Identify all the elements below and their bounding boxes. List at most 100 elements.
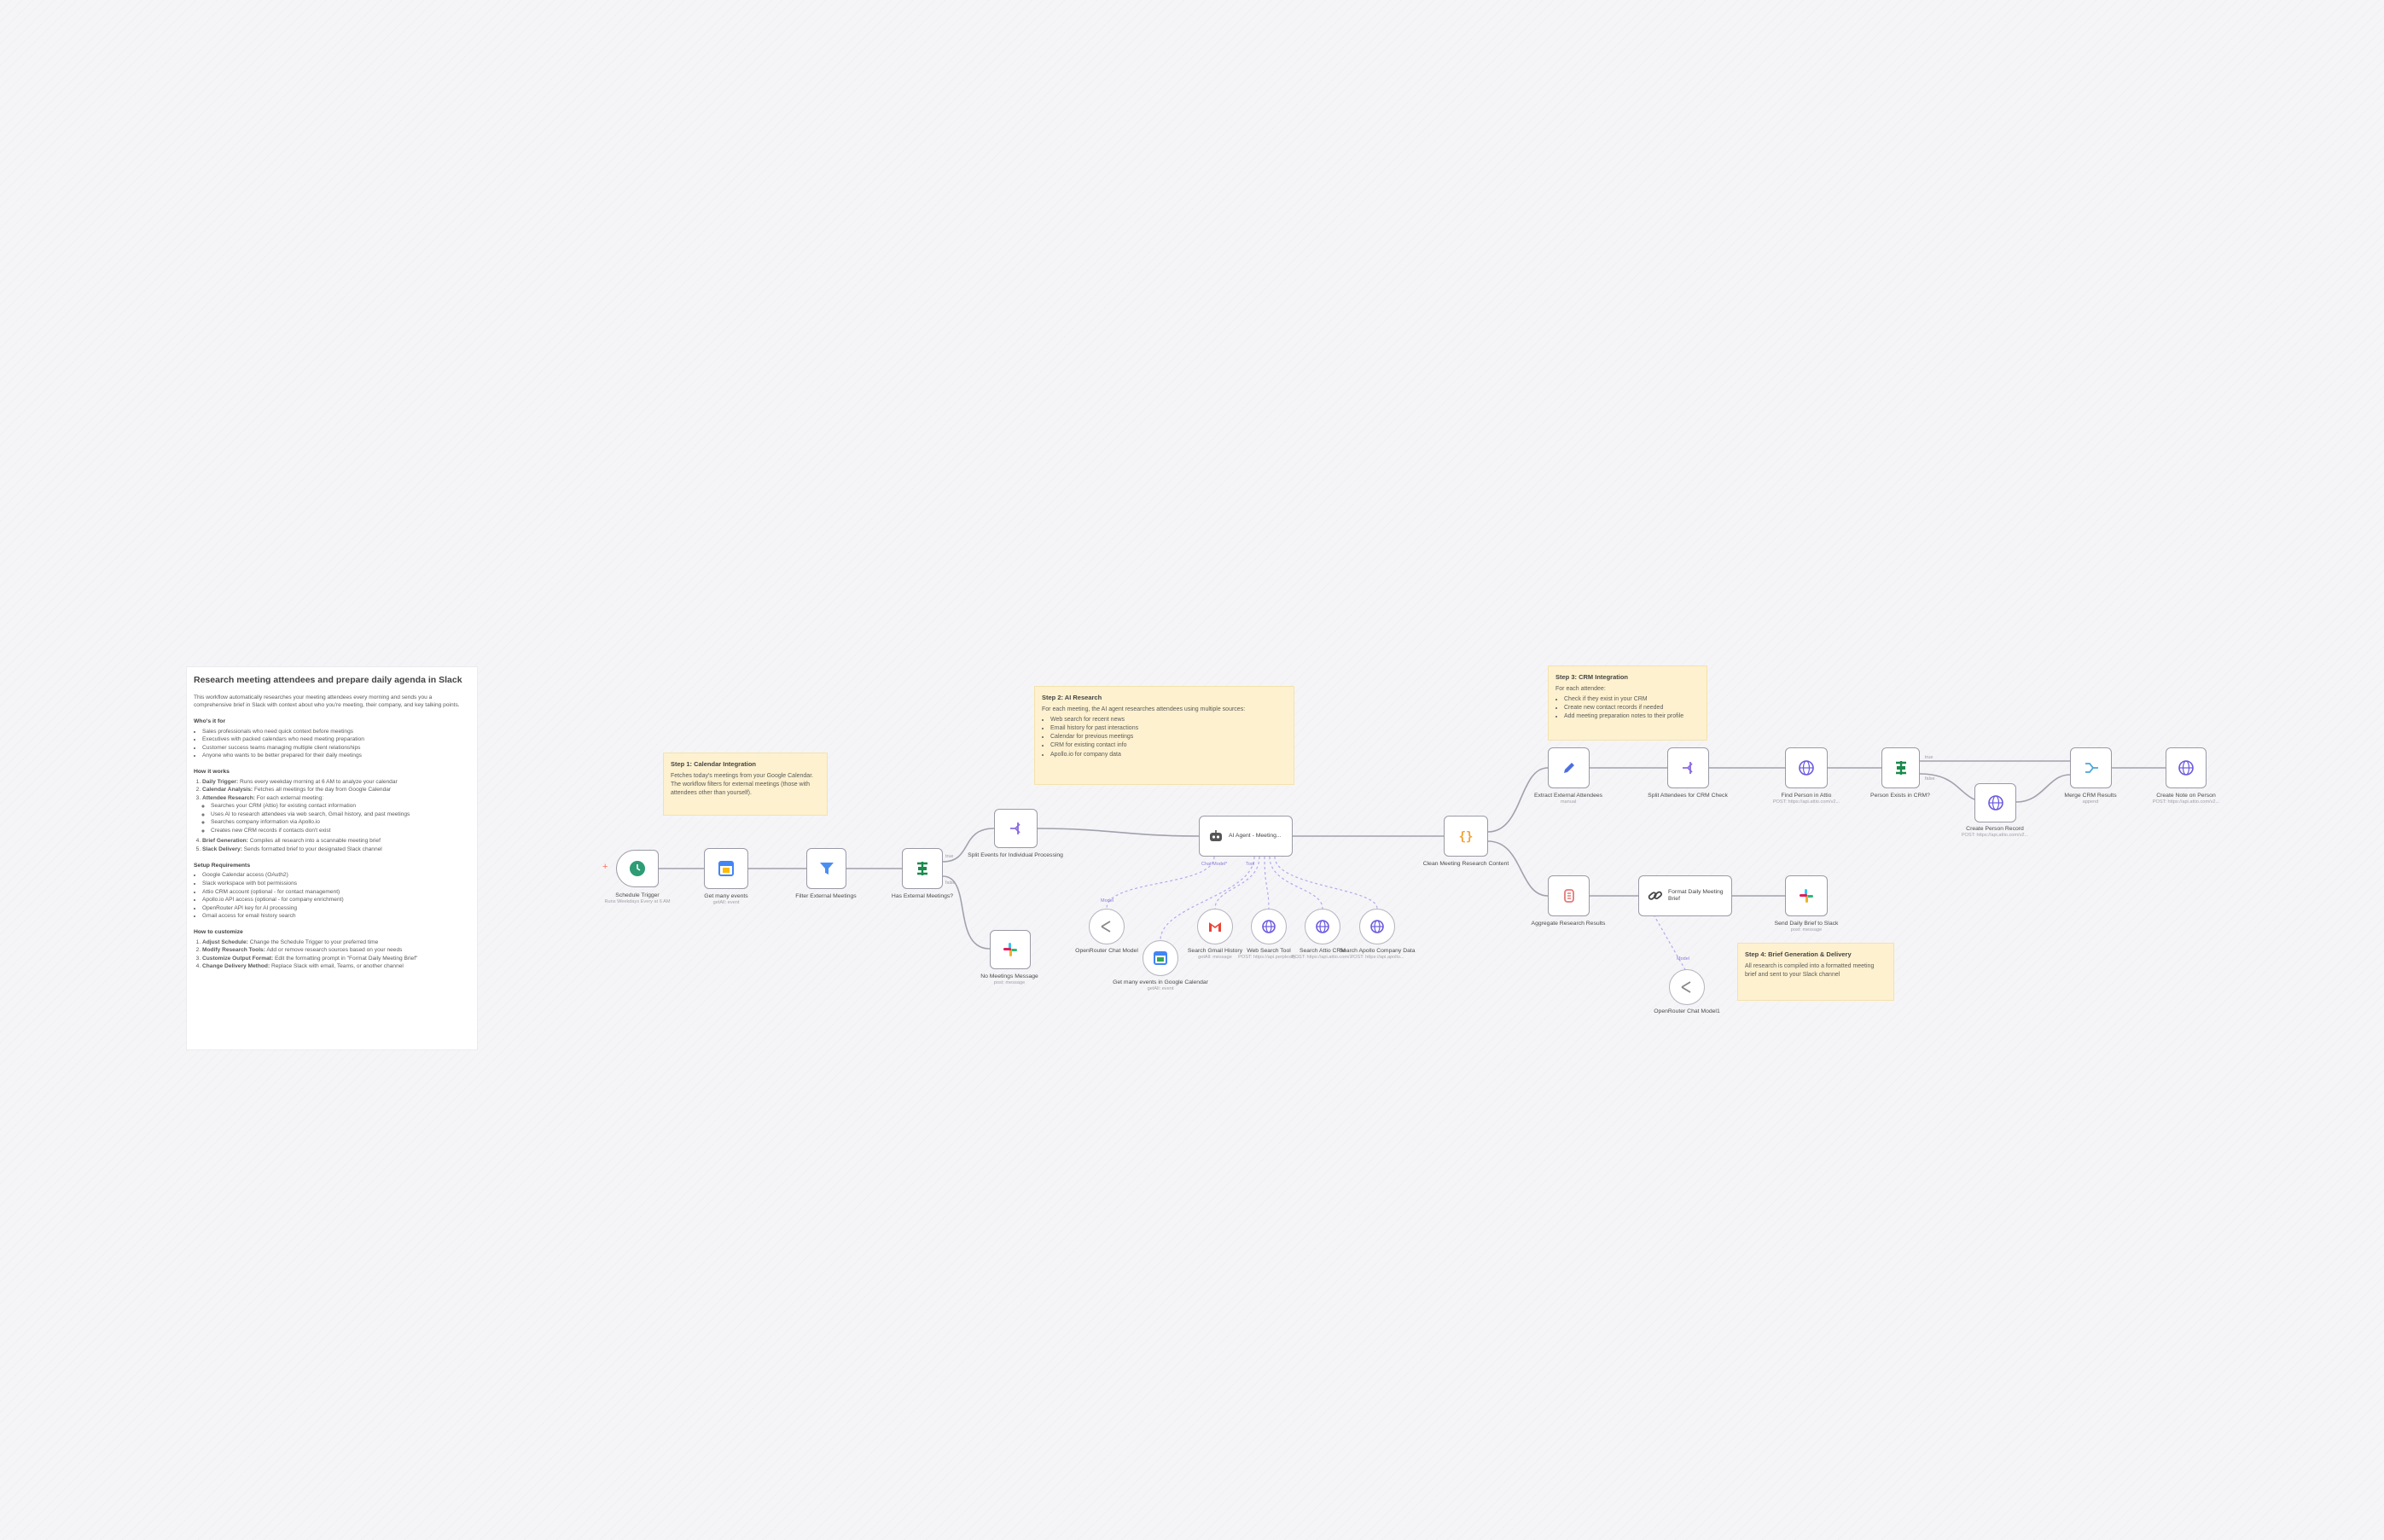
connection-wire xyxy=(1487,840,1549,897)
list-item: Creates new CRM records if contacts don'… xyxy=(211,827,470,835)
list-item: OpenRouter API key for AI processing xyxy=(202,904,470,913)
list-item: Gmail access for email history search xyxy=(202,912,470,921)
node-filter-external-meetings[interactable] xyxy=(806,848,846,889)
list-item: CRM for existing contact info xyxy=(1050,741,1287,750)
how-steps: Daily Trigger: Runs every weekday mornin… xyxy=(194,778,470,854)
connection-wire xyxy=(942,875,991,950)
svg-text:{}: {} xyxy=(1459,830,1474,844)
model-link-label: Model xyxy=(1101,898,1114,904)
node-find-person-attio[interactable] xyxy=(1785,747,1828,788)
node-search-gmail[interactable] xyxy=(1197,909,1233,944)
list-item: Customer success teams managing multiple… xyxy=(202,744,470,753)
node-no-meetings-message[interactable] xyxy=(990,930,1031,969)
slack-icon xyxy=(1002,941,1019,958)
node-label: Filter External Meetings xyxy=(795,893,857,899)
globe-icon xyxy=(1260,918,1277,935)
globe-icon xyxy=(1987,794,2004,811)
node-web-search-tool[interactable] xyxy=(1251,909,1287,944)
node-search-apollo[interactable] xyxy=(1359,909,1395,944)
list-item: Anyone who wants to be better prepared f… xyxy=(202,752,470,760)
node-label: OpenRouter Chat Model1 xyxy=(1654,1008,1720,1014)
sticky-title: Step 2: AI Research xyxy=(1042,694,1102,701)
sticky-step2-ai-research[interactable]: Step 2: AI Research For each meeting, th… xyxy=(1034,686,1294,785)
node-clean-meeting-research[interactable]: {} xyxy=(1444,816,1488,857)
list-item: Web search for recent news xyxy=(1050,716,1287,724)
connection-wire xyxy=(942,828,995,863)
node-ai-agent[interactable]: AI Agent - Meeting... xyxy=(1199,816,1293,857)
sticky-step1-calendar[interactable]: Step 1: Calendar Integration Fetches tod… xyxy=(663,753,828,816)
merge-icon xyxy=(2083,759,2100,776)
list-item: Change Delivery Method: Replace Slack wi… xyxy=(202,962,470,971)
workflow-description-note[interactable]: Research meeting attendees and prepare d… xyxy=(186,666,478,1050)
node-aggregate-research[interactable] xyxy=(1548,875,1590,916)
robot-icon xyxy=(1207,828,1224,845)
list-item: Create new contact records if needed xyxy=(1564,704,1700,712)
list-item: Sales professionals who need quick conte… xyxy=(202,728,470,736)
if-icon xyxy=(1893,759,1910,776)
node-schedule-trigger[interactable] xyxy=(616,850,659,887)
node-gcal-tool[interactable] xyxy=(1143,940,1178,976)
sticky-step4-brief[interactable]: Step 4: Brief Generation & Delivery All … xyxy=(1737,943,1894,1001)
list-item: Calendar for previous meetings xyxy=(1050,733,1287,741)
sticky-list: Web search for recent news Email history… xyxy=(1042,716,1287,759)
node-format-daily-brief[interactable]: Format Daily Meeting Brief xyxy=(1638,875,1732,916)
add-trigger-icon[interactable]: + xyxy=(602,862,608,872)
split-icon xyxy=(1008,820,1025,837)
node-openrouter-chat-model[interactable] xyxy=(1089,909,1125,944)
node-merge-crm-results[interactable] xyxy=(2070,747,2112,788)
list-item: Uses AI to research attendees via web se… xyxy=(211,811,470,819)
openrouter-icon xyxy=(1678,979,1695,996)
node-label: Clean Meeting Research Content xyxy=(1422,861,1509,867)
node-person-exists[interactable] xyxy=(1881,747,1920,788)
if-icon xyxy=(914,860,931,877)
ai-link xyxy=(1269,856,1323,909)
list-item: Customize Output Format: Edit the format… xyxy=(202,955,470,963)
node-create-person-record[interactable] xyxy=(1974,783,2016,822)
sticky-step3-crm[interactable]: Step 3: CRM Integration For each attende… xyxy=(1548,665,1707,741)
sticky-title: Step 4: Brief Generation & Delivery xyxy=(1745,950,1852,958)
filter-icon xyxy=(818,860,835,877)
list-item: Slack workspace with bot permissions xyxy=(202,880,470,888)
node-openrouter-chat-model1[interactable] xyxy=(1669,969,1705,1005)
node-search-attio-crm[interactable] xyxy=(1305,909,1340,944)
list-item: Searches your CRM (Attio) for existing c… xyxy=(211,802,470,811)
how-substeps: Searches your CRM (Attio) for existing c… xyxy=(202,802,470,834)
node-split-events[interactable] xyxy=(994,809,1038,848)
model-link-label: Model xyxy=(1677,956,1689,962)
sticky-body: For each attendee: xyxy=(1555,685,1606,692)
openrouter-icon xyxy=(1098,918,1115,935)
node-extract-external-attendees[interactable] xyxy=(1548,747,1590,788)
node-has-external-meetings[interactable] xyxy=(902,848,943,889)
node-send-daily-brief-slack[interactable] xyxy=(1785,875,1828,916)
node-create-note[interactable] xyxy=(2166,747,2207,788)
node-label: Person Exists in CRM? xyxy=(1870,793,1930,799)
sticky-title: Step 1: Calendar Integration xyxy=(671,760,757,768)
node-get-many-events[interactable] xyxy=(704,848,748,889)
sticky-title: Step 3: CRM Integration xyxy=(1555,673,1629,681)
who-list: Sales professionals who need quick conte… xyxy=(194,728,470,760)
model-link-label: Chat Model* xyxy=(1201,862,1228,867)
node-label: Aggregate Research Results xyxy=(1531,921,1606,927)
true-label: true xyxy=(945,854,953,859)
pencil-icon xyxy=(1561,759,1578,776)
node-label: OpenRouter Chat Model xyxy=(1075,948,1138,954)
globe-icon xyxy=(1369,918,1386,935)
list-item: Adjust Schedule: Change the Schedule Tri… xyxy=(202,939,470,947)
node-label: Split Attendees for CRM Check xyxy=(1648,793,1728,799)
list-item: Apollo.io for company data xyxy=(1050,751,1287,759)
ai-link xyxy=(1653,914,1688,973)
list-item: Google Calendar access (OAuth2) xyxy=(202,871,470,880)
node-split-attendees[interactable] xyxy=(1667,747,1709,788)
false-label: false xyxy=(1925,776,1935,782)
ai-link xyxy=(1160,856,1255,941)
node-label: Format Daily Meeting Brief xyxy=(1668,888,1724,902)
node-label: Split Events for Individual Processing xyxy=(968,852,1063,858)
list-item: Apollo.io API access (optional - for com… xyxy=(202,896,470,904)
